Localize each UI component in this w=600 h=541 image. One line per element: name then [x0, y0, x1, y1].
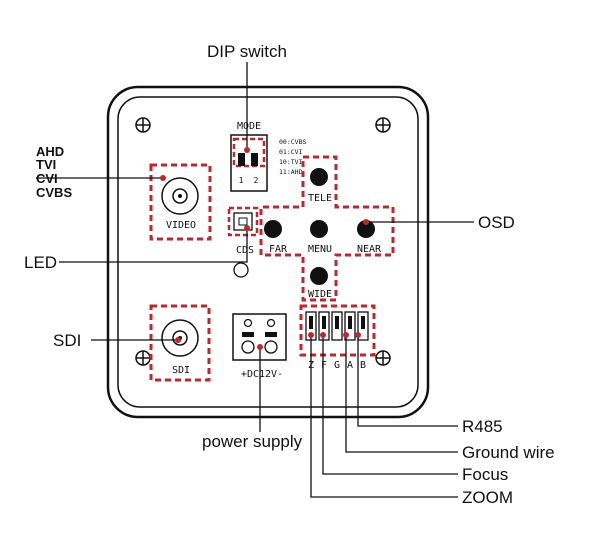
- osd-near-label: NEAR: [357, 244, 382, 255]
- callout-format-ahd: AHD: [36, 144, 64, 159]
- terminal-letter-b: B: [360, 360, 366, 371]
- mode-row-00: 00:CVBS: [279, 138, 306, 146]
- leader-zoom: [310, 335, 458, 498]
- leader-ground: [345, 335, 458, 453]
- osd-tele-label: TELE: [308, 193, 332, 204]
- screw-bottom-left: [135, 350, 151, 366]
- video-bnc-ring: [172, 188, 188, 204]
- callout-osd: OSD: [478, 213, 515, 232]
- dip-switch-highlight-box: [232, 137, 266, 168]
- camera-body-outer: [106, 85, 430, 419]
- mode-title: MODE: [237, 121, 261, 132]
- leader-r485: [357, 335, 458, 427]
- osd-button-near[interactable]: [357, 220, 375, 238]
- leader-endpoints: [160, 147, 369, 350]
- osd-button-wide[interactable]: [310, 267, 328, 285]
- leader-focus: [322, 335, 458, 475]
- sdi-bnc-ring: [172, 330, 188, 346]
- video-label: VIDEO: [166, 220, 196, 231]
- sdi-highlight-box: [149, 304, 211, 382]
- sdi-bnc-connector: [161, 319, 199, 357]
- power-label: +DC12V-: [241, 369, 283, 380]
- callout-format-cvbs: CVBS: [36, 185, 72, 200]
- osd-button-far[interactable]: [264, 220, 282, 238]
- mode-row-10: 10:TVI: [279, 158, 303, 166]
- terminal-contacts: [309, 316, 365, 329]
- callout-focus: Focus: [462, 465, 508, 484]
- dip-switch-number-1: 1: [239, 176, 244, 185]
- terminal-letter-a: A: [347, 360, 353, 371]
- screw-top-right: [375, 117, 391, 133]
- sdi-panel-label: SDI: [172, 365, 190, 376]
- power-screw-left: [241, 340, 255, 354]
- mode-row-11: 11:AHD: [279, 168, 303, 176]
- callout-format-tvi: TVI: [36, 157, 56, 172]
- osd-menu-label: MENU: [308, 244, 332, 255]
- power-screw-right: [264, 340, 278, 354]
- osd-wide-label: WIDE: [308, 289, 332, 300]
- callout-power-supply: power supply: [202, 432, 303, 451]
- power-contact-right: [265, 332, 277, 337]
- callout-led: LED: [24, 253, 57, 272]
- callout-ground-wire: Ground wire: [462, 443, 555, 462]
- callout-r485: R485: [462, 417, 503, 436]
- cds-label: CDS: [236, 245, 254, 256]
- power-pin-top-right: [266, 318, 276, 328]
- terminal-letter-f: F: [321, 360, 327, 371]
- dip-switch-1: [238, 153, 245, 166]
- dip-switch-number-2: 2: [254, 176, 259, 185]
- cds-connector-slot: [238, 217, 248, 226]
- video-bnc-connector: [161, 177, 199, 215]
- osd-button-tele[interactable]: [310, 168, 328, 186]
- osd-button-menu[interactable]: [310, 220, 328, 238]
- mode-row-01: 01:CVI: [279, 148, 303, 156]
- cds-highlight-box: [227, 206, 259, 237]
- video-bnc-pin: [178, 194, 182, 198]
- callout-sdi: SDI: [53, 331, 81, 350]
- terminal-block: [305, 311, 369, 341]
- callout-zoom: ZOOM: [462, 488, 513, 507]
- terminal-block-highlight: [299, 304, 376, 357]
- video-highlight-box: [149, 163, 212, 241]
- power-contact-left: [242, 332, 254, 337]
- power-pin-top-left: [243, 318, 253, 328]
- dip-switch-2: [251, 153, 258, 166]
- led-indicator: [233, 262, 249, 278]
- camera-body-inner: [117, 96, 419, 408]
- osd-far-label: FAR: [269, 244, 288, 255]
- cds-connector: [233, 212, 253, 231]
- leader-led: [59, 228, 248, 263]
- screw-top-left: [135, 117, 151, 133]
- osd-highlight-cross: [259, 155, 395, 302]
- callout-format-cvi: CVI: [36, 171, 58, 186]
- callout-dip-switch: DIP switch: [207, 42, 287, 61]
- screw-bottom-right: [375, 350, 391, 366]
- dip-switch-housing: [230, 134, 268, 192]
- terminal-letter-g: G: [334, 360, 340, 371]
